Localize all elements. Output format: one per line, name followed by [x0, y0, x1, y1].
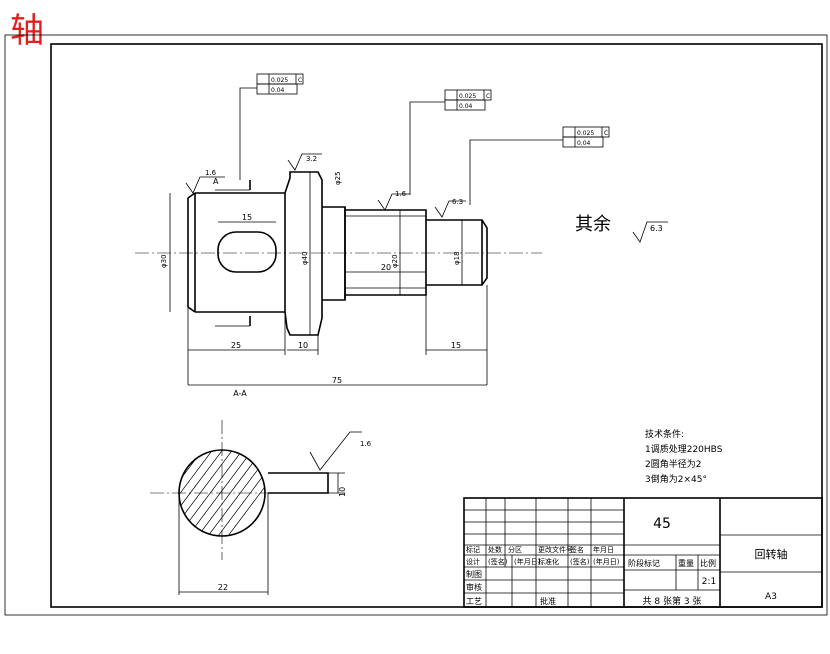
- svg-text:3.2: 3.2: [306, 155, 317, 163]
- svg-text:6.3: 6.3: [650, 224, 663, 233]
- tech-requirements: 技术条件: 1调质处理220HBS 2圆角半径为2 3倒角为2×45°: [645, 428, 723, 485]
- svg-text:阶段标记: 阶段标记: [628, 558, 660, 568]
- dia-18: φ18: [453, 251, 461, 265]
- svg-text:0.04: 0.04: [271, 87, 285, 94]
- scale-value: 2:1: [702, 577, 716, 587]
- svg-text:(签名): (签名): [570, 557, 590, 566]
- part-name: 回转轴: [755, 547, 788, 561]
- svg-text:更改文件号: 更改文件号: [538, 545, 573, 554]
- svg-text:1.6: 1.6: [205, 169, 217, 177]
- svg-text:(年月日): (年月日): [514, 557, 541, 566]
- dim-keyway-length: 15: [242, 213, 252, 222]
- svg-text:签名: 签名: [570, 545, 584, 554]
- remaining-finish-note: 其余 6.3: [575, 214, 668, 243]
- inner-frame: [50, 43, 823, 608]
- svg-text:处数: 处数: [488, 545, 502, 554]
- svg-text:比例: 比例: [700, 558, 716, 568]
- sheet-count: 共 8 张第 3 张: [643, 595, 702, 607]
- dim-10: 10: [298, 341, 308, 350]
- svg-text:6.3: 6.3: [452, 198, 463, 206]
- svg-text:重量: 重量: [678, 558, 694, 568]
- material: 45: [653, 516, 671, 532]
- section-label: A-A: [233, 389, 247, 398]
- keyway-slot: [217, 231, 277, 273]
- svg-text:技术条件:: 技术条件:: [645, 428, 684, 440]
- svg-text:A: A: [213, 177, 219, 186]
- outer-border: [4, 34, 828, 616]
- svg-text:分区: 分区: [508, 545, 522, 554]
- dia-25: φ25: [334, 171, 342, 185]
- svg-text:3倒角为2×45°: 3倒角为2×45°: [645, 473, 707, 485]
- tolerance-frame-3: 0.025 C 0.04: [469, 126, 610, 205]
- dim-25: 25: [231, 341, 241, 350]
- svg-text:批准: 批准: [540, 596, 556, 606]
- svg-text:制图: 制图: [466, 569, 482, 579]
- sec-depth: 10: [338, 487, 347, 497]
- dim-20: 20: [381, 263, 391, 272]
- dim-75: 75: [332, 376, 342, 385]
- shaft-view: [135, 171, 542, 336]
- svg-text:标准化: 标准化: [538, 557, 559, 566]
- drawing-title-char: 轴: [10, 11, 44, 51]
- svg-text:(签名): (签名): [488, 557, 508, 566]
- svg-text:0.025: 0.025: [577, 130, 594, 137]
- svg-text:C: C: [298, 77, 302, 84]
- svg-text:C: C: [486, 93, 490, 100]
- dim-15: 15: [451, 341, 461, 350]
- svg-text:0.04: 0.04: [459, 103, 473, 110]
- svg-text:0.04: 0.04: [577, 140, 591, 147]
- sec-width: 22: [218, 583, 228, 592]
- svg-text:工艺: 工艺: [466, 597, 482, 606]
- sheet-size: A3: [765, 592, 777, 602]
- svg-text:1调质处理220HBS: 1调质处理220HBS: [645, 443, 723, 455]
- title-block: 45 回转轴 A3 共 8 张第 3 张 2:1 阶段标记 重量 比例 标记 处…: [463, 497, 823, 608]
- svg-text:0.025: 0.025: [459, 93, 476, 100]
- dia-20: φ20: [391, 254, 399, 268]
- tolerance-frame-2: 0.025 C 0.04: [409, 89, 492, 195]
- dimension-lines: 15 25 10 15 20 75 φ30 φ40 φ25 φ20 φ18: [160, 171, 488, 386]
- svg-text:C: C: [604, 130, 608, 137]
- svg-text:审核: 审核: [466, 582, 482, 592]
- dia-30: φ30: [160, 254, 168, 268]
- dia-40: φ40: [301, 251, 309, 265]
- tolerance-frame-1: 0.025 C 0.04: [239, 73, 304, 180]
- svg-text:0.025: 0.025: [271, 77, 288, 84]
- svg-text:2圆角半径为2: 2圆角半径为2: [645, 458, 701, 470]
- svg-text:年月日: 年月日: [593, 545, 614, 554]
- svg-text:(年月日): (年月日): [593, 557, 620, 566]
- svg-text:1.6: 1.6: [395, 190, 407, 198]
- svg-text:标记: 标记: [466, 545, 480, 554]
- roughness-symbols: 1.6 A 3.2 1.6 6.3: [185, 153, 466, 218]
- section-view: A-A 10 22 1.: [150, 389, 372, 595]
- svg-text:1.6: 1.6: [360, 440, 372, 448]
- svg-text:其余: 其余: [575, 214, 611, 235]
- svg-text:设计: 设计: [466, 557, 480, 566]
